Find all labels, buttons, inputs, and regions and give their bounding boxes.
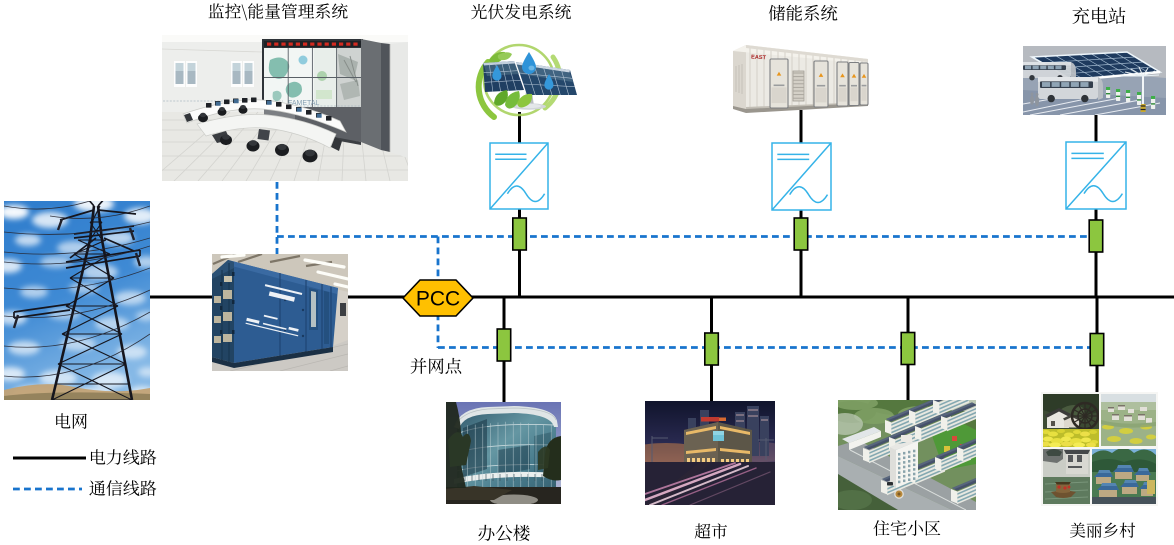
- svg-text:EAST: EAST: [751, 55, 767, 62]
- svg-text:PCC: PCC: [416, 288, 460, 311]
- svg-text:FAMETAL: FAMETAL: [288, 100, 319, 107]
